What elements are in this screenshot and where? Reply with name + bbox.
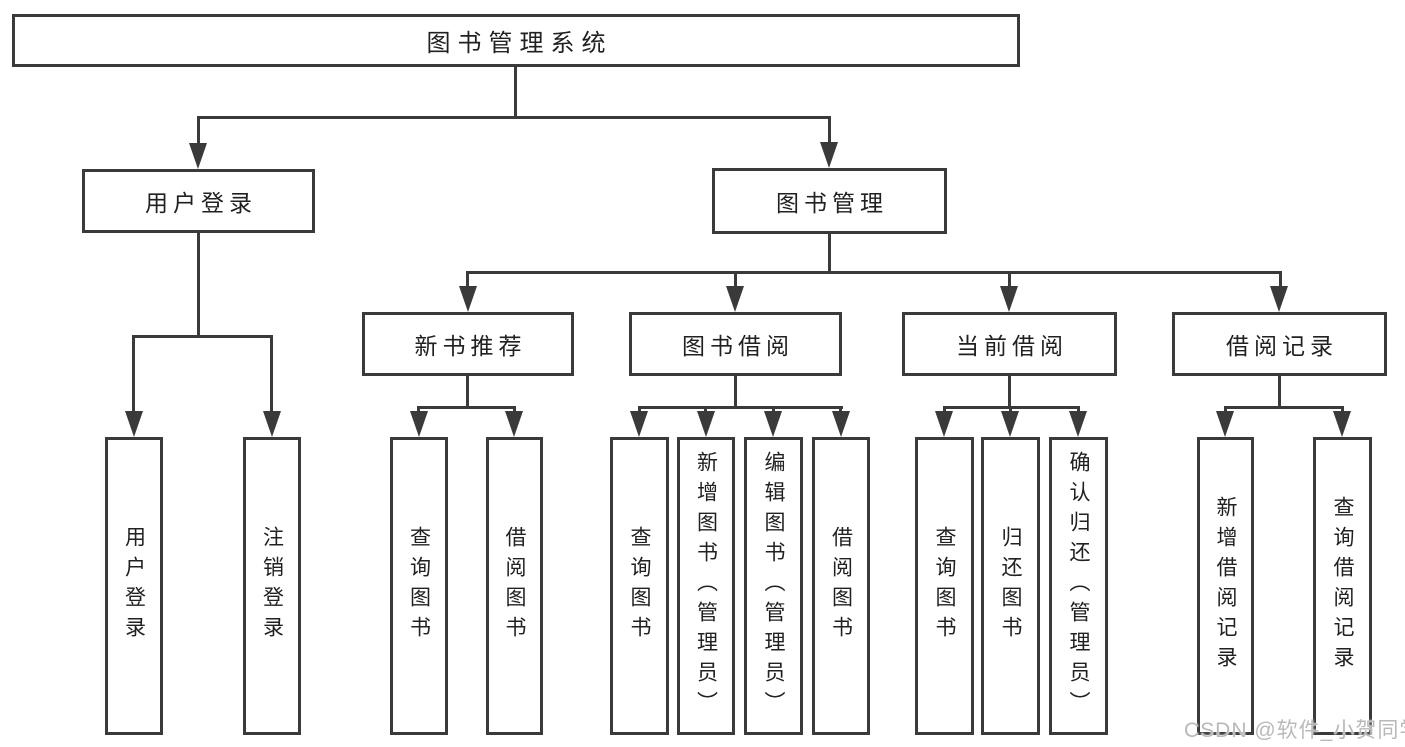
csdn-watermark: CSDN @软件_小贺同学 [1184,719,1405,742]
edge-current-borrow-stem [1008,376,1011,408]
arrow-down-icon [820,142,838,168]
node-leaf-bb-edit-books: 编辑图书（管理员） [744,437,803,735]
edge-borrow-records-bar [1224,406,1344,409]
node-book-mgmt: 图书管理 [712,168,947,234]
edge-to-current-borrow-stem [1008,271,1011,289]
node-leaf-cb-confirm-return: 确认归还（管理员） [1049,437,1108,735]
node-borrow-records: 借阅记录 [1172,312,1387,376]
arrow-down-icon [764,411,782,437]
edge-user-login-stem [197,233,200,338]
node-book-borrow: 图书借阅 [629,312,842,376]
node-new-book-rec: 新书推荐 [362,312,574,376]
node-leaf-rec-borrow-books: 借阅图书 [486,437,543,735]
arrow-down-icon [832,411,850,437]
node-leaf-user-login: 用户登录 [105,437,163,735]
arrow-down-icon [726,286,744,312]
node-root: 图书管理系统 [12,14,1020,67]
arrow-down-icon [410,411,428,437]
arrow-down-icon [935,411,953,437]
node-leaf-bb-add-books: 新增图书（管理员） [677,437,735,735]
edge-new-book-rec-bar [417,406,516,409]
edge-to-borrow-records-stem [1279,271,1282,289]
edge-to-new-book-rec-stem [466,271,469,289]
arrow-down-icon [1270,286,1288,312]
edge-book-mgmt-bar [466,271,1282,274]
arrow-down-icon [630,411,648,437]
edge-book-borrow-stem [734,376,737,408]
edge-to-user-login-stem [197,116,200,145]
arrow-down-icon [189,143,207,169]
arrow-down-icon [697,411,715,437]
arrow-down-icon [1069,411,1087,437]
arrow-down-icon [1001,411,1019,437]
edge-to-logout-stem [270,335,273,413]
arrow-down-icon [505,411,523,437]
arrow-down-icon [1333,411,1351,437]
edge-user-login-bar [132,335,273,338]
node-leaf-bb-query-books: 查询图书 [610,437,669,735]
arrow-down-icon [1000,286,1018,312]
edge-root-bar [197,116,831,119]
node-leaf-logout: 注销登录 [243,437,301,735]
node-current-borrow: 当前借阅 [902,312,1117,376]
node-leaf-cb-query-books: 查询图书 [915,437,974,735]
node-leaf-br-add-record: 新增借阅记录 [1197,437,1254,735]
node-user-login: 用户登录 [82,169,315,233]
edge-borrow-records-stem [1278,376,1281,408]
arrow-down-icon [263,411,281,437]
arrow-down-icon [125,411,143,437]
edge-to-login-stem [132,335,135,413]
edge-book-mgmt-stem [828,234,831,273]
edge-to-book-borrow-stem [734,271,737,289]
node-leaf-cb-return-books: 归还图书 [981,437,1040,735]
arrow-down-icon [459,286,477,312]
edge-book-borrow-bar [638,406,843,409]
arrow-down-icon [1216,411,1234,437]
node-leaf-bb-borrow-books: 借阅图书 [812,437,870,735]
edge-to-book-mgmt-stem [828,116,831,144]
edge-root-stem [514,67,517,119]
edge-new-book-rec-stem [466,376,469,408]
node-leaf-br-query-record: 查询借阅记录 [1313,437,1372,735]
node-leaf-rec-query-books: 查询图书 [390,437,448,735]
